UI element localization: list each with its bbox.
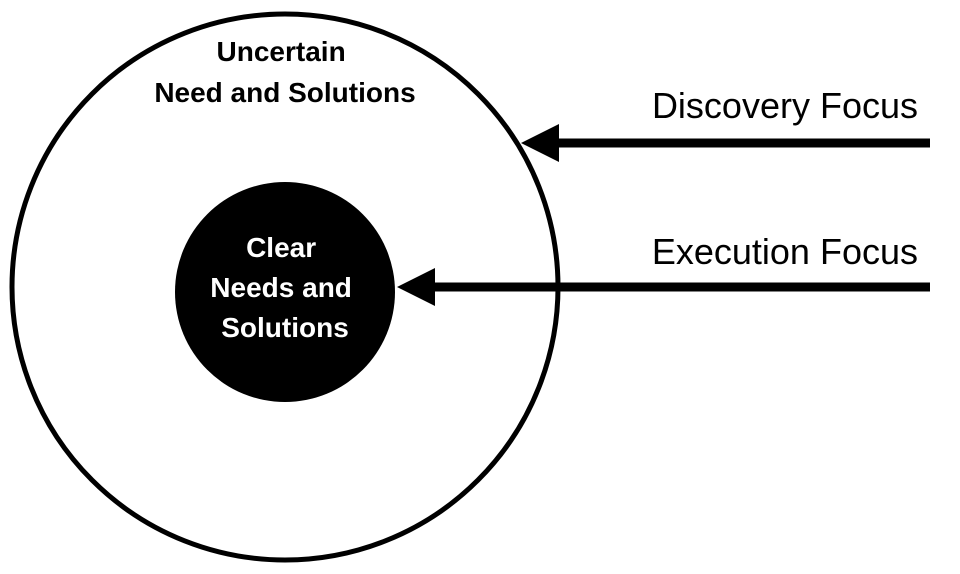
execution-arrow-head: [397, 268, 435, 306]
inner-circle-label-line-3: Solutions: [221, 312, 349, 343]
outer-circle-label: Uncertain Need and Solutions: [154, 36, 415, 108]
inner-circle: [175, 182, 395, 402]
inner-circle-label: Clear Needs and Solutions: [210, 232, 359, 343]
discovery-focus-label: Discovery Focus: [652, 85, 918, 126]
discovery-arrow-head: [521, 124, 559, 162]
execution-focus-label: Execution Focus: [652, 231, 918, 272]
outer-circle-label-line-2: Need and Solutions: [154, 77, 415, 108]
inner-circle-label-line-2: Needs and: [210, 272, 352, 303]
inner-circle-label-line-1: Clear: [246, 232, 316, 263]
outer-circle-label-line-1: Uncertain: [217, 36, 346, 67]
execution-arrow: [397, 268, 930, 306]
discovery-arrow: [521, 124, 930, 162]
